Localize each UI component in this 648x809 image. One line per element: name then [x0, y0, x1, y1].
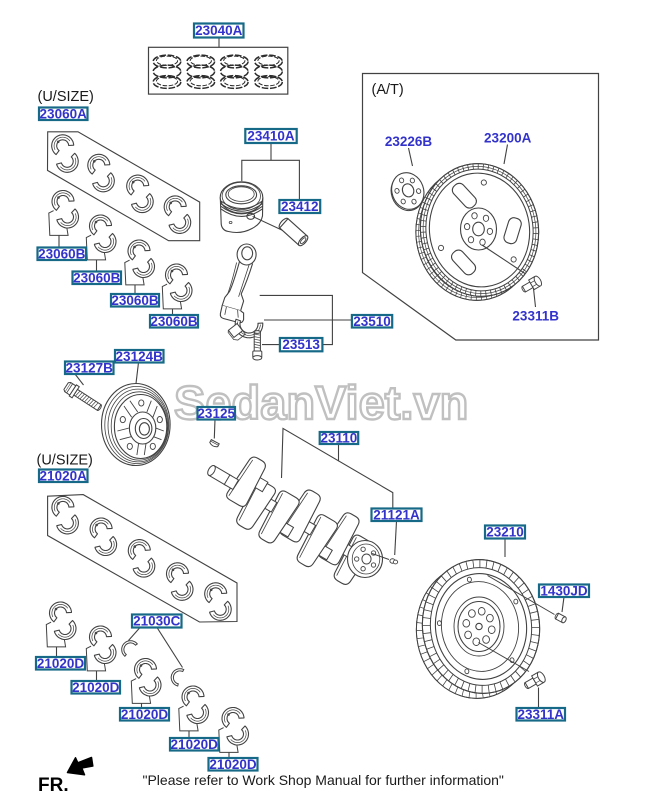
svg-text:23060A: 23060A [40, 106, 88, 121]
svg-text:21020D: 21020D [209, 757, 257, 772]
svg-text:23125: 23125 [197, 406, 235, 421]
svg-text:23060B: 23060B [73, 270, 121, 285]
svg-text:23226B: 23226B [385, 134, 433, 149]
svg-text:21020D: 21020D [72, 680, 120, 695]
svg-text:21030C: 21030C [133, 614, 181, 629]
svg-text:"Please refer to Work Shop Man: "Please refer to Work Shop Manual for fu… [143, 772, 504, 788]
svg-text:(U/SIZE): (U/SIZE) [37, 453, 93, 469]
svg-text:23127B: 23127B [66, 360, 114, 375]
svg-text:21020D: 21020D [121, 707, 169, 722]
svg-text:23110: 23110 [321, 431, 358, 446]
svg-text:SedanViet.vn: SedanViet.vn [174, 376, 468, 429]
svg-text:23311B: 23311B [512, 309, 559, 324]
svg-text:23200A: 23200A [484, 131, 532, 146]
svg-text:23513: 23513 [282, 337, 320, 352]
svg-text:21020D: 21020D [171, 737, 219, 752]
svg-text:23412: 23412 [281, 199, 319, 214]
svg-text:(A/T): (A/T) [372, 82, 404, 98]
svg-text:21121A: 21121A [373, 507, 420, 522]
svg-text:23060B: 23060B [111, 293, 159, 308]
svg-text:23510: 23510 [353, 314, 391, 329]
svg-text:23210: 23210 [486, 525, 524, 540]
svg-text:23060B: 23060B [38, 246, 86, 261]
svg-text:23410A: 23410A [247, 129, 295, 144]
svg-text:23040A: 23040A [195, 23, 243, 38]
svg-text:(U/SIZE): (U/SIZE) [38, 89, 94, 105]
svg-text:23124B: 23124B [116, 349, 164, 364]
svg-text:21020A: 21020A [40, 468, 88, 483]
svg-text:FR.: FR. [38, 775, 69, 796]
svg-text:21020D: 21020D [37, 656, 85, 671]
svg-text:23311A: 23311A [518, 707, 565, 722]
svg-text:23060B: 23060B [150, 314, 198, 329]
svg-text:1430JD: 1430JD [540, 583, 588, 598]
